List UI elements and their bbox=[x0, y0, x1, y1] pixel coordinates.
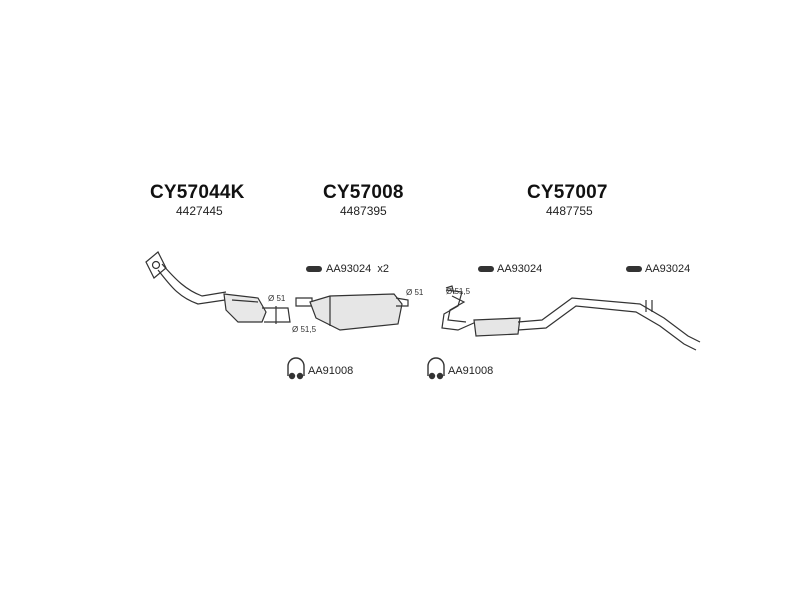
diameter-label-4: Ø 51,5 bbox=[446, 287, 471, 296]
hanger-icon-1 bbox=[306, 266, 322, 272]
part-code-rear-section: CY57007 bbox=[527, 182, 608, 203]
part-ref-rear-section: 4487755 bbox=[546, 204, 593, 218]
hanger-icon-2 bbox=[478, 266, 494, 272]
part-code-catalyst: CY57044K bbox=[150, 182, 245, 203]
diameter-label-3: Ø 51 bbox=[406, 288, 424, 297]
diameter-label-2: Ø 51,5 bbox=[292, 325, 317, 334]
part-ref-catalyst: 4427445 bbox=[176, 204, 223, 218]
clamp-icon-2 bbox=[427, 357, 445, 380]
part-ref-middle-silencer: 4487395 bbox=[340, 204, 387, 218]
catalytic-converter-drawing bbox=[145, 251, 291, 324]
hanger-icon-3 bbox=[626, 266, 642, 272]
hanger-label-3: AA93024 bbox=[645, 263, 691, 275]
clamp-label-1: AA91008 bbox=[308, 365, 354, 377]
rear-section-drawing bbox=[441, 285, 701, 351]
hanger-label-1: AA93024 x2 bbox=[326, 263, 390, 275]
clamp-label-2: AA91008 bbox=[448, 365, 494, 377]
diameter-label-1: Ø 51 bbox=[268, 294, 286, 303]
hanger-label-2: AA93024 bbox=[497, 263, 543, 275]
clamp-icon-1 bbox=[287, 357, 305, 380]
middle-silencer-drawing bbox=[295, 293, 409, 331]
part-code-middle-silencer: CY57008 bbox=[323, 182, 404, 203]
